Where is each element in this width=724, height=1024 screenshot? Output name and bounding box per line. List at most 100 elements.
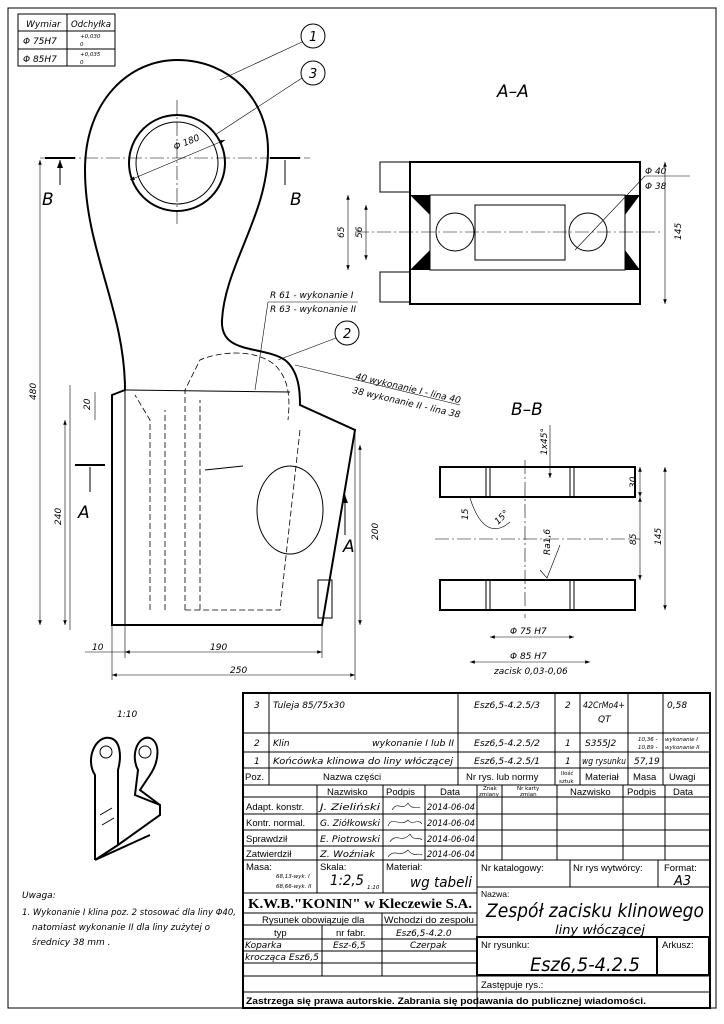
part-drawing: Esz6,5-4.2.5/1 [474, 757, 540, 767]
balloon-1-label: 1 [309, 30, 317, 45]
note-line: natomiast wykonanie II dla liny zużytej … [32, 923, 210, 933]
approval-role: Kontr. normal. [246, 818, 305, 829]
approval-name: J. Zieliński [317, 803, 380, 813]
part-variant: wykonanie I lub II [372, 739, 454, 749]
section-body [409, 161, 641, 305]
tol-upper: +0,035 [80, 52, 101, 58]
radius-note-2: R 63 - wykonanie II [270, 305, 356, 315]
dim-10: 10 [92, 643, 104, 653]
mass-label: Masa: [246, 862, 272, 873]
catalog-label: Nr katalogowy: [481, 863, 544, 874]
part-pos: 2 [254, 739, 260, 749]
approval-role: Adapt. konstr. [246, 802, 304, 813]
part-mass-2: 10,89 - [638, 745, 657, 751]
part-qty: 2 [565, 701, 571, 711]
tol-header-dim: Wymiar [26, 20, 62, 30]
fit-note: zacisk 0,03-0,06 [493, 667, 568, 677]
approval-role: Zatwierdził [246, 849, 292, 860]
tolerance-table: Wymiar Odchyłka Φ 75H7 +0,030 0 Φ 85H7 +… [17, 13, 116, 67]
note-title: Uwaga: [22, 891, 56, 901]
fab-number-value: Esz-6,5 [333, 941, 366, 951]
part-of-label: Wchodzi do zespołu [384, 915, 474, 926]
dim-dia-75: Φ 75 H7 [510, 627, 547, 637]
bushing-bottom [439, 579, 636, 611]
format-value: A3 [673, 874, 691, 889]
part-pos: 1 [254, 757, 260, 767]
type-value-1: Koparka [245, 941, 282, 951]
section-mark-b-right: B [290, 190, 302, 210]
balloon-3-label: 3 [309, 67, 317, 82]
drawing-name-2: liny włóczącej [555, 923, 646, 937]
material-value: wg tabeli [410, 875, 472, 891]
scale-value: 1:2,5 [330, 873, 364, 889]
part-material-2: QT [598, 715, 612, 725]
company-name: K.W.B."KONIN" w Kleczewie S.A. [248, 896, 472, 911]
format-label: Format: [664, 863, 697, 874]
bushing-top [439, 466, 636, 498]
dim-30: 30 [629, 476, 639, 488]
approvals-header-signature-2: Podpis [627, 787, 656, 798]
approval-name: G. Ziółkowski [320, 818, 380, 829]
approval-date: 2014-06-04 [427, 835, 475, 845]
tol-lower: 0 [80, 60, 84, 66]
header-mass: Masa [633, 772, 657, 783]
drawing-number: Esz6,5-4.2.5 [530, 954, 640, 976]
part-mass: 57,19 [634, 757, 660, 767]
header-pos: Poz. [245, 772, 264, 783]
maker-drawing-label: Nr rys wytwórcy: [573, 863, 643, 874]
valid-for-label: Rysunek obowiązuje dla [262, 915, 365, 926]
header-name: Nazwa części [323, 772, 381, 783]
roughness: Ra1,6 [543, 529, 553, 555]
tol-dim: Φ 75H7 [23, 37, 57, 47]
drawing-name: Zespół zacisku klinowego [485, 900, 704, 922]
header-drawing: Nr rys. lub normy [466, 772, 539, 783]
approval-name: E. Piotrowski [320, 835, 381, 845]
name-label: Nazwa: [481, 889, 509, 899]
assembly-number: Esz6,5-4.2.0 [396, 929, 452, 939]
header-qty-2: sztuk [559, 779, 574, 785]
type-label: typ [274, 928, 287, 939]
section-b-b: B–B 1x45° 15 15° Ra1,6 30 85 145 Φ 75 H7… [435, 400, 667, 677]
main-view: B B A A 1 3 2 Φ 180 R 61 - wykonanie I R… [29, 23, 462, 680]
section-a-a: A–A 65 56 145 Φ 40 Φ 38 [337, 82, 690, 305]
approval-role: Sprawdził [246, 834, 288, 845]
copyright-notice: Zastrzega się prawa autorskie. Zabrania … [246, 996, 646, 1007]
header-remarks: Uwagi [669, 772, 695, 783]
dim-dia-40: Φ 40 [645, 167, 667, 177]
iso-scale: 1:10 [117, 710, 137, 720]
wedge-section [256, 465, 324, 555]
assembly-name: Czerpak [410, 941, 447, 951]
approvals-header-surname-2: Nazwisko [570, 787, 611, 798]
part-outline [83, 58, 357, 626]
dim-56: 56 [355, 226, 365, 238]
balloon-3 [300, 60, 326, 86]
title-block: 3 Tuleja 85/75x30 Esz6,5-4.2.5/3 2 42CrM… [242, 692, 711, 1009]
dim-250: 250 [230, 666, 247, 676]
dim-480: 480 [29, 383, 39, 400]
approvals-header-surname: Nazwisko [327, 787, 368, 798]
signatures [387, 802, 423, 858]
dim-145: 145 [654, 528, 664, 545]
sheet-label: Arkusz: [662, 940, 694, 951]
part-material: S355J2 [585, 739, 617, 749]
dim-145: 145 [674, 223, 684, 240]
balloon-2 [334, 320, 360, 346]
scale-value-2: 1:10 [367, 885, 380, 891]
drawing-number-label: Nr rysunku: [481, 940, 530, 951]
type-value-2: krocząca Esz6,5 [245, 953, 319, 963]
approval-date: 2014-06-04 [427, 803, 475, 813]
tol-header-dev: Odchyłka [71, 20, 111, 30]
dim-200: 200 [371, 523, 381, 540]
dim-240: 240 [54, 508, 64, 525]
isometric-view: 1:10 [90, 710, 161, 861]
approval-date: 2014-06-04 [427, 850, 475, 860]
section-b-b-title: B–B [511, 400, 543, 420]
part-qty: 1 [565, 757, 571, 767]
approvals-header-change-card-2: zmian [520, 792, 537, 798]
section-mark-b-left: B [42, 190, 54, 210]
dim-dia-85: Φ 85 H7 [510, 652, 547, 662]
header-material: Materiał [585, 772, 620, 783]
note-line: 1. Wykonanie I klina poz. 2 stosować dla… [22, 907, 236, 918]
part-drawing: Esz6,5-4.2.5/2 [474, 739, 540, 749]
